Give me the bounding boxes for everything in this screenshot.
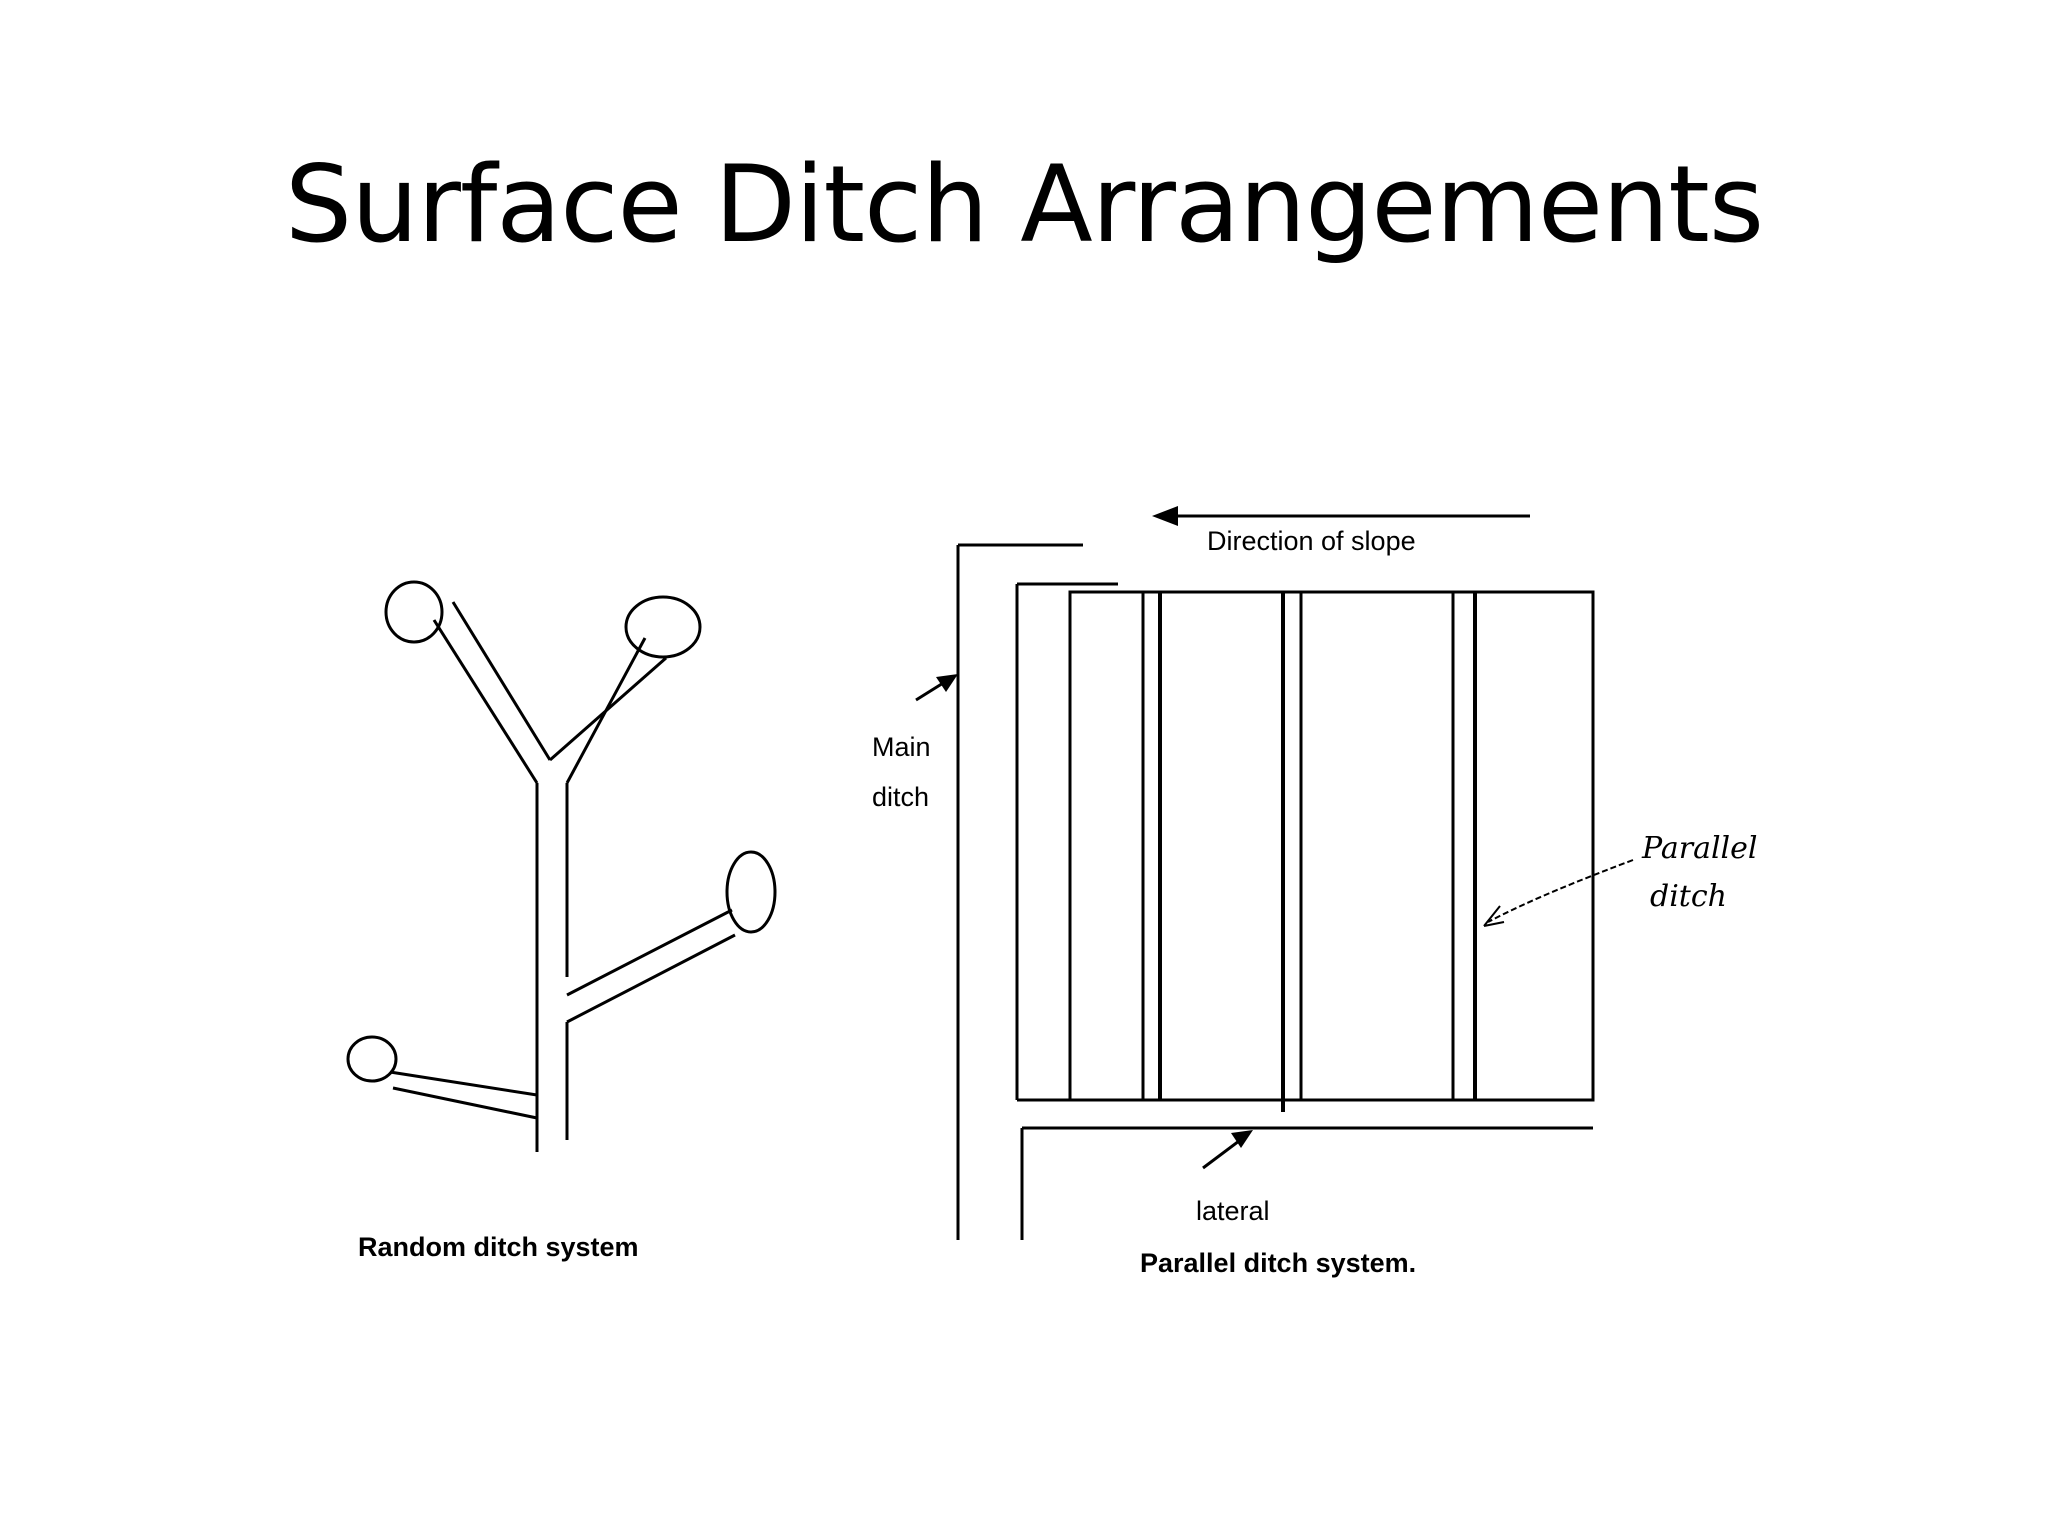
field-outline [1068,590,1595,1102]
lateral-label: lateral [1196,1196,1270,1226]
random-system-caption: Random ditch system [358,1232,639,1262]
main-ditch-label-line1: Main [872,732,931,762]
lateral-ditch [1017,1098,1593,1240]
parallel-system-caption: Parallel ditch system. [1140,1248,1416,1278]
parallel-ditch-2 [1281,592,1303,1112]
left-branch [389,1070,538,1120]
upper-right-branch [549,637,667,784]
parallel-ditch-pointer [1483,859,1634,927]
pond-right [725,850,777,934]
pond-lower-left [346,1035,398,1083]
pond-upper-left [384,580,444,644]
slope-arrow [1152,506,1530,526]
random-ditch-diagram [346,580,777,1152]
trunk-ditch [535,783,569,1152]
lateral-pointer [1202,1130,1253,1170]
right-branch [566,908,736,1024]
parallel-ditch-3 [1451,592,1477,1100]
parallel-ditch-label-line2: ditch [1650,879,1727,914]
upper-left-branch [432,601,552,784]
parallel-ditch-1 [1141,592,1162,1100]
slide-title: Surface Ditch Arrangements [284,143,1764,266]
pond-upper-right [624,595,702,659]
parallel-ditch-label-line1: Parallel [1641,831,1758,866]
main-ditch-label-line2: ditch [872,782,929,812]
slope-label: Direction of slope [1207,526,1416,556]
main-ditch [956,543,1118,1240]
parallel-ditch-diagram [956,543,1595,1240]
main-ditch-pointer [915,674,958,702]
